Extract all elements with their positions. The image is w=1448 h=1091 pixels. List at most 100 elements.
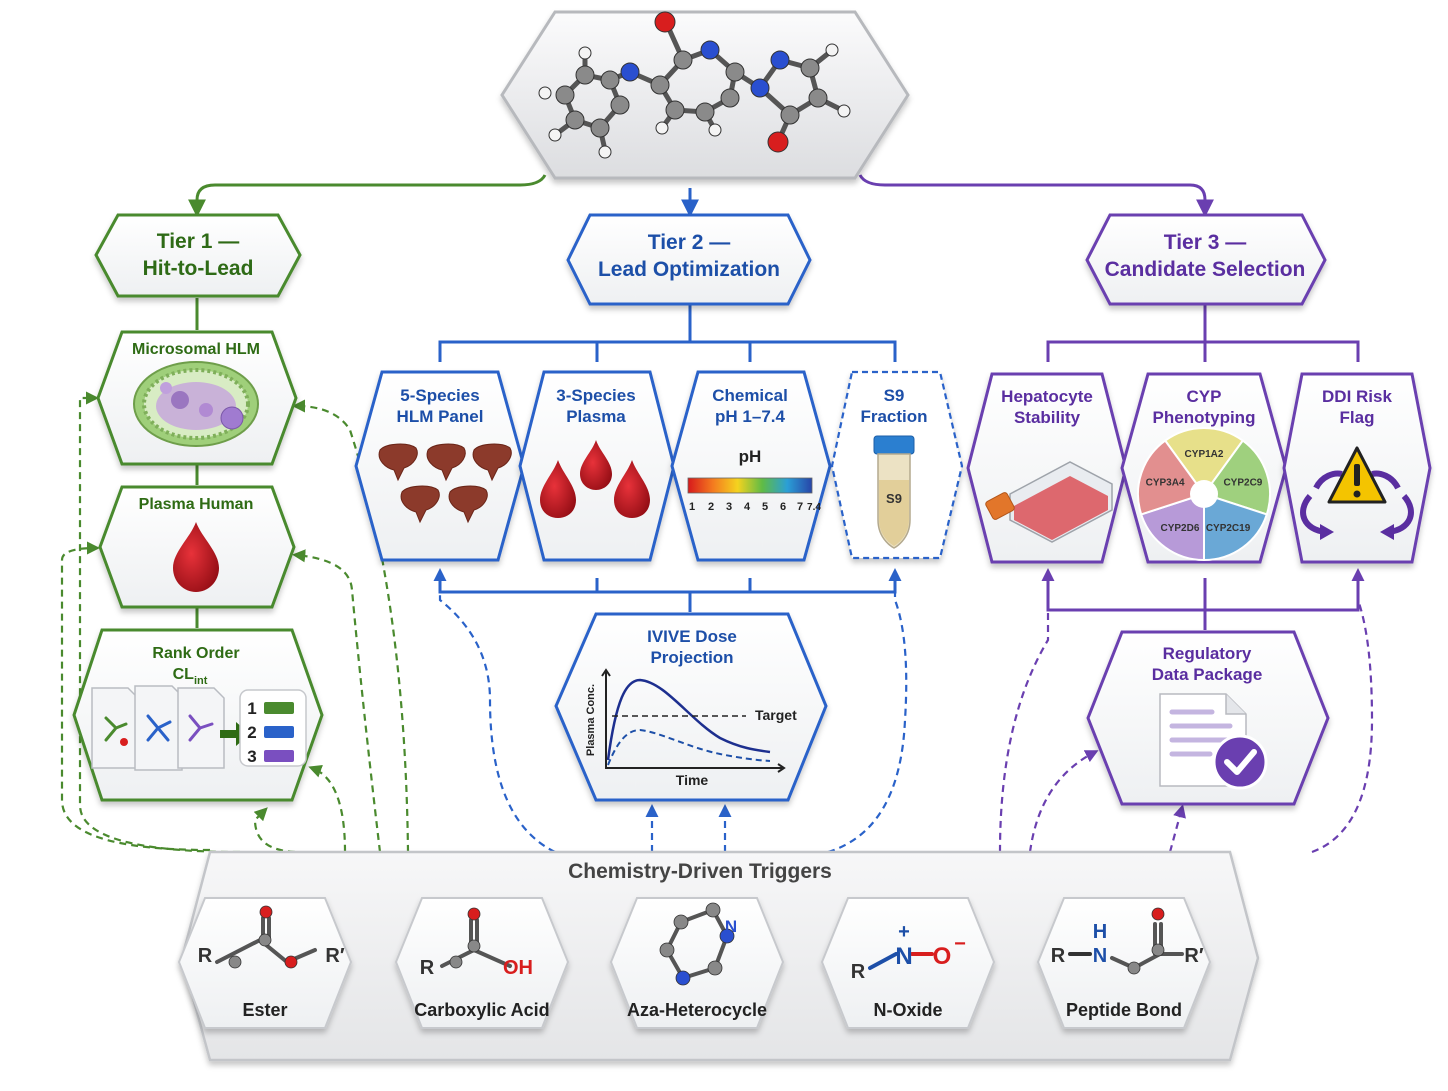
clint-label: CLint (173, 666, 208, 687)
cyp-center (1190, 480, 1218, 508)
ph-scale-title: pH (739, 447, 762, 466)
ph-tick-label: 7 (797, 501, 803, 513)
trigger-label: Ester (242, 1000, 287, 1020)
trigger-atom: R (851, 961, 866, 983)
molecule-ball-and-stick-icon (538, 11, 851, 159)
ddi-label-1: DDI Risk (1322, 387, 1392, 406)
tier3-title-line1: Tier 3 — (1164, 231, 1246, 254)
trigger-atom: R (1051, 945, 1066, 967)
cyp-slice-label: CYP2C19 (1206, 523, 1251, 534)
ph-tick-label: 3 (726, 501, 732, 513)
connector-tier2-bus (438, 305, 897, 362)
connector-top-tier1 (188, 174, 547, 218)
ph-tick-label: 2 (708, 501, 714, 513)
dashed-blue-4 (827, 568, 908, 854)
trigger-cards: ROOR′EsterROOHCarboxylic AcidNNAza-Heter… (177, 897, 1212, 1029)
hlm-panel-label-2: HLM Panel (397, 407, 484, 426)
plasma3-label-2: Plasma (566, 407, 626, 426)
node-ivive[interactable] (554, 612, 828, 802)
cyp-slice-label: CYP2C9 (1223, 477, 1262, 488)
tier2-title-line1: Tier 2 — (648, 231, 730, 254)
trigger-atom: OH (503, 957, 533, 979)
trigger-atom: R′ (1184, 945, 1203, 967)
ph-tick-label: 5 (762, 501, 768, 513)
tier3-title-line2: Candidate Selection (1105, 258, 1306, 281)
trigger-atom: R (198, 945, 213, 967)
cyp-label-2: Phenotyping (1153, 408, 1256, 427)
rank-2: 2 (247, 723, 256, 742)
rank-1: 1 (247, 699, 256, 718)
n-oxide-structure-icon: RN+O− (851, 921, 966, 983)
rank-bar-3 (264, 750, 294, 762)
connector-tier2-bottom-bus (438, 578, 897, 612)
trigger-atom: − (954, 933, 966, 955)
pk-curve-icon: Target Plasma Conc. Time (585, 668, 797, 788)
trigger-card-n-oxide[interactable] (820, 897, 996, 1029)
tier2-header[interactable]: Tier 2 — Lead Optimization (566, 213, 812, 306)
hlm-panel-label-1: 5-Species (400, 386, 479, 405)
dashed-green-3 (60, 541, 211, 852)
s9-label-2: Fraction (860, 407, 927, 426)
rank-order-label: Rank Order (152, 645, 239, 662)
node-chemical-ph[interactable] (670, 370, 832, 562)
chemical-ph-label-2: pH 1–7.4 (715, 407, 785, 426)
cyp-label-1: CYP (1187, 387, 1222, 406)
chemical-ph-label-1: Chemical (712, 386, 788, 405)
dashed-green-5 (308, 764, 347, 853)
ivive-x-axis-label: Time (676, 772, 709, 788)
rank-bar-2 (264, 726, 294, 738)
regulatory-label-2: Data Package (1152, 665, 1263, 684)
trigger-card-aza-heterocycle[interactable] (609, 897, 785, 1029)
trigger-atom: N (1093, 945, 1107, 967)
s9-label-1: S9 (884, 386, 905, 405)
ph-tick-label: 7.4 (807, 502, 821, 513)
rank-3: 3 (247, 747, 256, 766)
cyp-slice (1139, 492, 1205, 562)
trigger-label: N-Oxide (873, 1000, 942, 1020)
dashed-purple-2 (1028, 750, 1099, 853)
tier1-header[interactable]: Tier 1 — Hit-to-Lead (94, 213, 302, 298)
ivive-label-1: IVIVE Dose (647, 627, 737, 646)
microsome-vesicle-icon (133, 361, 259, 447)
cyp-slice (1163, 427, 1245, 496)
aza-heterocycle-structure-icon: NN (659, 902, 737, 986)
tier2-title-line2: Lead Optimization (598, 258, 780, 281)
dashed-blue-1 (433, 568, 556, 853)
carboxylic-acid-structure-icon: ROOH (420, 907, 533, 979)
trigger-label: Peptide Bond (1066, 1000, 1182, 1020)
cyp-slice-label: CYP2D6 (1160, 523, 1199, 534)
ddi-label-2: Flag (1340, 408, 1375, 427)
ivive-target-label: Target (755, 707, 797, 723)
ivive-y-axis-label: Plasma Conc. (585, 684, 597, 756)
connector-tier3-bus (1046, 305, 1360, 362)
trigger-card-ester[interactable] (177, 897, 353, 1029)
dashed-purple-3 (1168, 804, 1186, 853)
trigger-atom: R (420, 957, 435, 979)
ph-tick-label: 6 (780, 501, 786, 513)
connector-top-tier3 (858, 174, 1214, 218)
dashed-green-4 (253, 807, 296, 854)
ph-color-bar (687, 477, 813, 494)
cyp-slice-label: CYP1A2 (1185, 449, 1224, 460)
dashed-purple-4 (1311, 568, 1374, 854)
ester-structure-icon: ROOR′ (198, 905, 345, 969)
blood-drop-icon (173, 522, 219, 592)
tier1-title-line1: Tier 1 — (157, 230, 239, 253)
hepatocyte-label-1: Hepatocyte (1001, 387, 1093, 406)
microsomal-label: Microsomal HLM (132, 341, 260, 358)
trigger-label: Carboxylic Acid (414, 1000, 549, 1020)
test-tube-icon: S9 (873, 435, 915, 549)
cyp-slice (1203, 492, 1269, 562)
cyp-slice (1202, 439, 1271, 516)
ph-tick-label: 1 (689, 501, 695, 513)
trigger-card-carboxylic-acid[interactable] (394, 897, 570, 1029)
regulatory-label-1: Regulatory (1163, 644, 1252, 663)
blood-drops-icon (540, 440, 650, 518)
tier3-header[interactable]: Tier 3 — Candidate Selection (1085, 213, 1327, 306)
trigger-atom: R′ (325, 945, 344, 967)
dashed-purple-1 (998, 568, 1055, 853)
